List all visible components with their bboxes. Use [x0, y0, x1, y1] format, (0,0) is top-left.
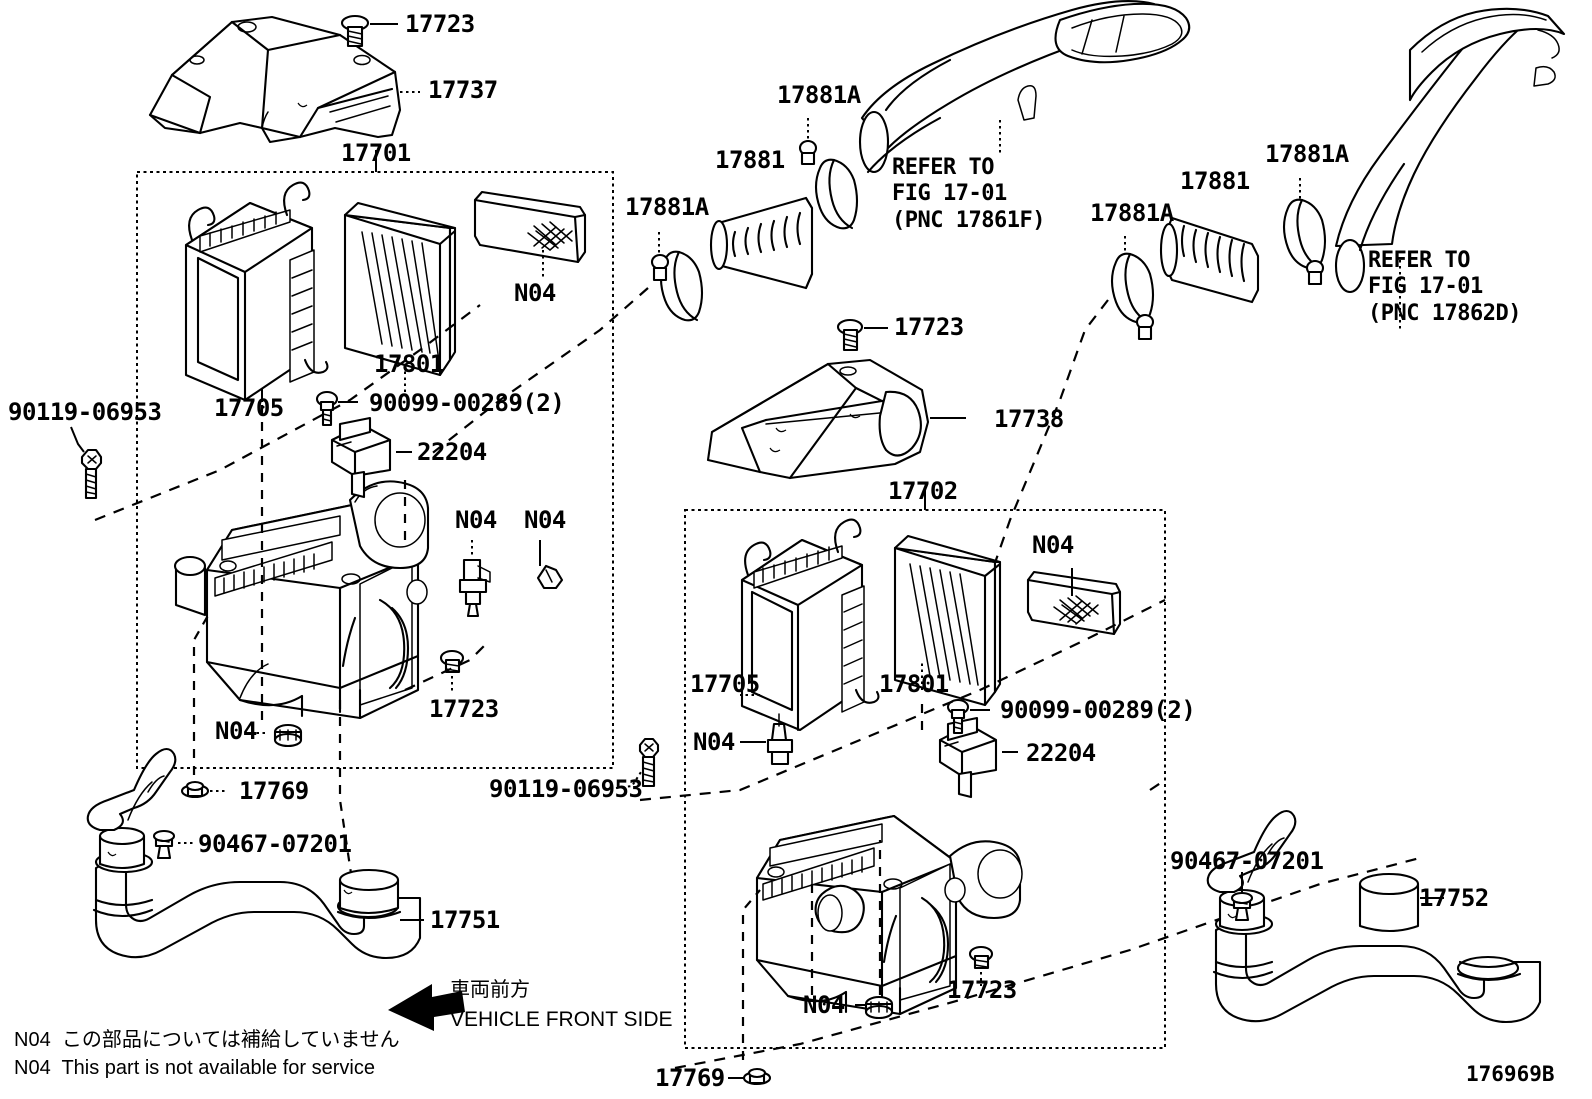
screw-17723-top-left: [340, 14, 398, 48]
diagram-id: 176969B: [1466, 1062, 1555, 1086]
footnote-row-english: N04 This part is not available for servi…: [14, 1053, 375, 1083]
label-17705-right: 17705: [690, 670, 760, 698]
air-cleaner-case-body-left: [173, 480, 430, 720]
footnote-text-jp: この部品については補給していません: [61, 1027, 400, 1051]
label-90467-07201-right: 90467-07201: [1170, 847, 1324, 875]
label-17723-top-left: 17723: [405, 10, 475, 38]
clamp-17881A-left-near: [650, 232, 704, 322]
refer-note-right-line2: FIG 17-01: [1368, 274, 1483, 299]
label-n04-clip-left: N04: [524, 506, 566, 534]
label-17723-case-left: 17723: [429, 695, 499, 723]
label-17881-left: 17881: [715, 146, 785, 174]
footnote-code-jp: N04: [14, 1029, 51, 1051]
air-hose-17881-left: [709, 196, 814, 290]
air-hose-17881-right: [1159, 216, 1260, 304]
label-n04-bushing-left: N04: [215, 717, 257, 745]
clip-90467-right: [1230, 872, 1254, 922]
label-17723-case-right: 17723: [947, 976, 1017, 1004]
label-90099-00289-left: 90099-00289(2): [369, 389, 565, 417]
screw-17723-case-left: [439, 649, 465, 694]
n04-mesh-plate-left: [473, 190, 587, 280]
footnote-row-japanese: N04 この部品については補給していません: [14, 1024, 400, 1055]
grommet-screw-90099-left: [315, 390, 358, 427]
label-17751: 17751: [430, 906, 500, 934]
label-22204-right: 22204: [1026, 739, 1096, 767]
label-17769-right: 17769: [655, 1064, 725, 1092]
assembly-line-left-hose: [429, 287, 649, 456]
n04-bushing-right: [855, 995, 894, 1020]
label-17705-left: 17705: [214, 394, 284, 422]
clamp-17881A-right-near: [1110, 236, 1155, 341]
grommet-17769-right: [728, 1067, 772, 1086]
label-17801-left: 17801: [374, 350, 444, 378]
refer-note-left-line1: REFER TO: [892, 155, 994, 180]
inlet-duct-top-center: [858, 0, 1191, 174]
label-90467-07201-left: 90467-07201: [198, 830, 352, 858]
label-22204-left: 22204: [417, 438, 487, 466]
label-17738: 17738: [994, 405, 1064, 433]
label-n04-element-right: N04: [1032, 531, 1074, 559]
air-flow-meter-22204-left: [330, 416, 412, 499]
n04-bushing-left: [250, 723, 303, 748]
label-17737: 17737: [428, 76, 498, 104]
refer-note-left-line2: FIG 17-01: [892, 181, 1007, 206]
label-n04-valve-left: N04: [455, 506, 497, 534]
air-cleaner-cover-17737: [148, 15, 402, 144]
label-90119-06953-mid: 90119-06953: [489, 775, 643, 803]
resonator-cover-17738: [706, 358, 966, 480]
label-90119-06953-left: 90119-06953: [8, 398, 162, 426]
n04-valve-right: [740, 713, 794, 766]
refer-note-right-line3: (PNC 17862D): [1368, 301, 1521, 326]
footnote-text-en: This part is not available for service: [61, 1057, 375, 1079]
grommet-screw-90099-right: [946, 698, 990, 735]
label-17701: 17701: [341, 139, 411, 167]
label-17881-right: 17881: [1180, 167, 1250, 195]
n04-clip-left: [536, 540, 564, 590]
air-flow-meter-22204-right: [938, 716, 1018, 799]
group-box-17701: [136, 150, 614, 769]
label-17752: 17752: [1419, 884, 1489, 912]
label-17881A-right-far: 17881A: [1265, 140, 1349, 168]
bolt-90119-left: [70, 426, 103, 500]
case-subassy-17705-right: [740, 518, 880, 732]
label-17702: 17702: [888, 477, 958, 505]
footnote-code-en: N04: [14, 1057, 51, 1079]
vehicle-front-side-note: 車両前方 VEHICLE FRONT SIDE: [450, 975, 673, 1036]
grommet-17769-left: [180, 780, 228, 799]
clamp-17881A-right-far: [1282, 178, 1327, 286]
refer-note-right-line1: REFER TO: [1368, 248, 1470, 273]
label-17769-left: 17769: [239, 777, 309, 805]
label-n04-bushing-right: N04: [803, 991, 845, 1019]
label-17801-right: 17801: [879, 670, 949, 698]
case-subassy-17705: [184, 181, 329, 402]
label-n04-valve-right: N04: [693, 728, 735, 756]
group-box-17702: [684, 488, 1166, 1049]
label-17881A-right-near: 17881A: [1090, 199, 1174, 227]
n04-valve-left: [458, 540, 491, 618]
clamp-17881A-left-far: [798, 118, 859, 230]
label-17723-top-center: 17723: [894, 313, 964, 341]
label-17881A-left-far: 17881A: [777, 81, 861, 109]
assembly-line-right-hose: [973, 299, 1109, 621]
vehicle-front-english: VEHICLE FRONT SIDE: [450, 1008, 673, 1032]
label-17881A-left-near: 17881A: [625, 193, 709, 221]
inlet-hose-17752: [1206, 809, 1542, 1024]
label-n04-element-left: N04: [514, 279, 556, 307]
n04-mesh-plate-right: [1026, 568, 1122, 636]
refer-note-left-line3: (PNC 17861F): [892, 208, 1045, 233]
label-90099-00289-right: 90099-00289(2): [1000, 696, 1196, 724]
vehicle-front-japanese: 車両前方: [450, 977, 530, 1001]
screw-17723-top-center: [836, 318, 888, 352]
clip-90467-left: [152, 829, 196, 860]
